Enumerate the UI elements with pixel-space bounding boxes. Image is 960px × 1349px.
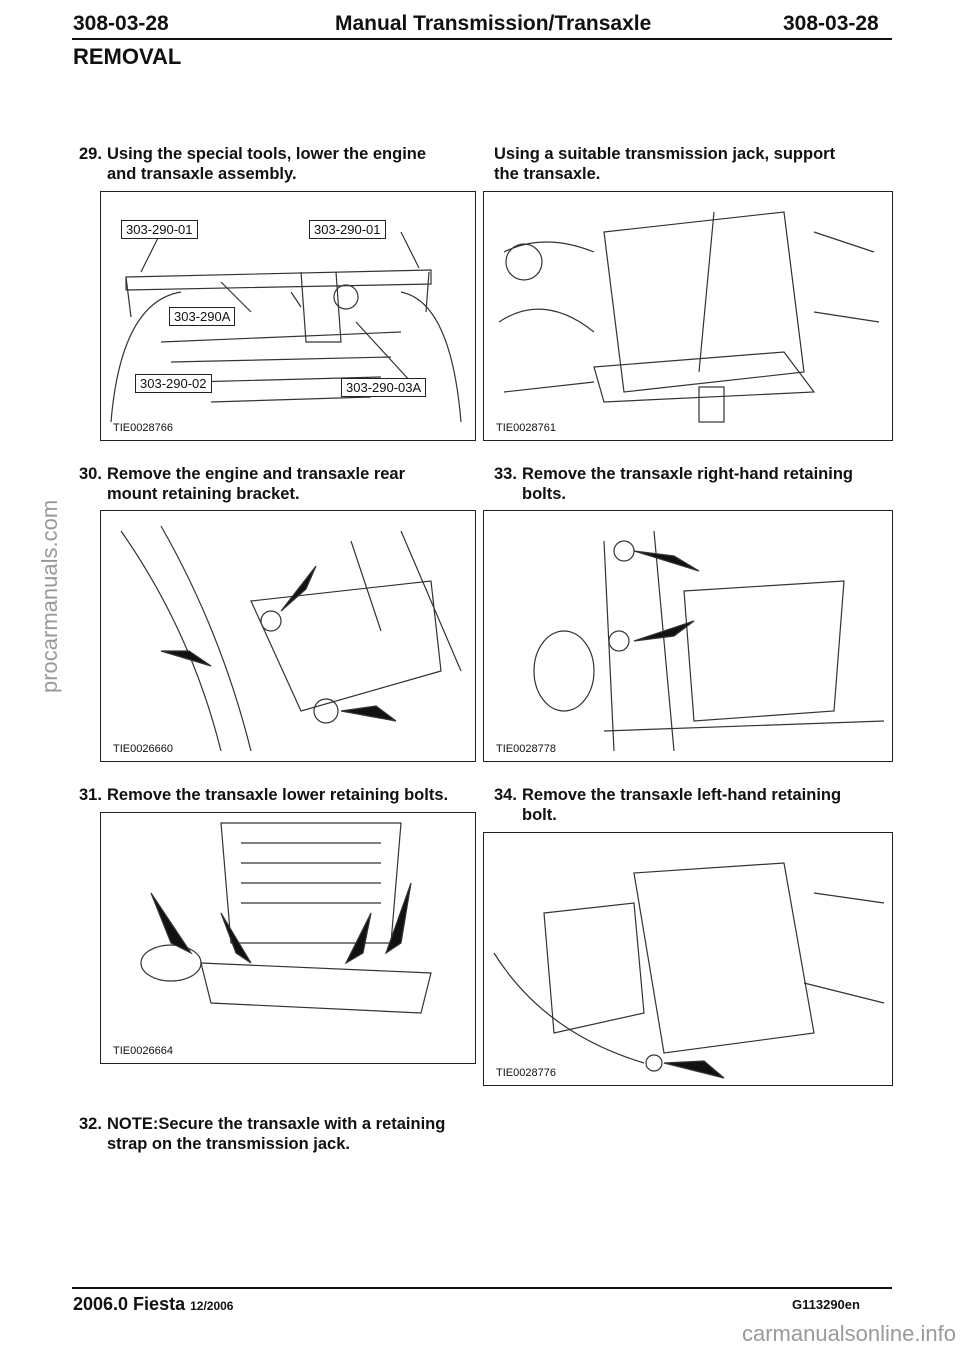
- watermark-left: procarmanuals.com: [37, 499, 62, 693]
- tool-label: 303-290-01: [121, 220, 198, 239]
- step-29-cont: Using a suitable transmission jack, supp…: [494, 145, 836, 183]
- step-34: 34.Remove the transaxle left-hand retain…: [494, 786, 842, 824]
- figure-engine-support-tools: 303-290-01 303-290-01 303-290A 303-290-0…: [100, 191, 476, 441]
- watermark-bottom: carmanualsonline.info: [741, 1321, 956, 1346]
- step-31: 31.Remove the transaxle lower retaining …: [79, 786, 449, 804]
- header-rule: [72, 38, 892, 40]
- figure-left-hand-bolt: TIE0028776: [483, 832, 893, 1086]
- page-number-right: 308-03-28: [783, 12, 879, 35]
- tool-label: 303-290-01: [309, 220, 386, 239]
- page-number-left: 308-03-28: [73, 12, 169, 35]
- figure-lower-bolts: TIE0026664: [100, 812, 476, 1064]
- figure-id: TIE0028761: [496, 422, 556, 434]
- figure-id: TIE0026664: [113, 1045, 173, 1057]
- figure-transmission-jack: TIE0028761: [483, 191, 893, 441]
- figure-id: TIE0028766: [113, 422, 173, 434]
- tool-label: 303-290-03A: [341, 378, 427, 397]
- tool-label: 303-290A: [169, 307, 236, 326]
- step-32: 32.NOTE:Secure the transaxle with a reta…: [79, 1115, 446, 1153]
- figure-rear-mount-bracket: TIE0026660: [100, 510, 476, 762]
- figure-right-hand-bolts: TIE0028778: [483, 510, 893, 762]
- page-title: Manual Transmission/Transaxle: [335, 12, 652, 35]
- footer-date: 12/2006: [190, 1299, 234, 1313]
- footer-code: G113290en: [792, 1297, 860, 1312]
- step-29: 29.Using the special tools, lower the en…: [79, 145, 427, 183]
- footer-rule: [72, 1287, 892, 1289]
- figure-id: TIE0028776: [496, 1067, 556, 1079]
- figure-id: TIE0026660: [113, 743, 173, 755]
- section-heading: REMOVAL: [73, 44, 182, 69]
- figure-id: TIE0028778: [496, 743, 556, 755]
- tool-label: 303-290-02: [135, 374, 212, 393]
- footer-model: 2006.0 Fiesta 12/2006: [73, 1294, 234, 1314]
- step-33: 33.Remove the transaxle right-hand retai…: [494, 465, 853, 503]
